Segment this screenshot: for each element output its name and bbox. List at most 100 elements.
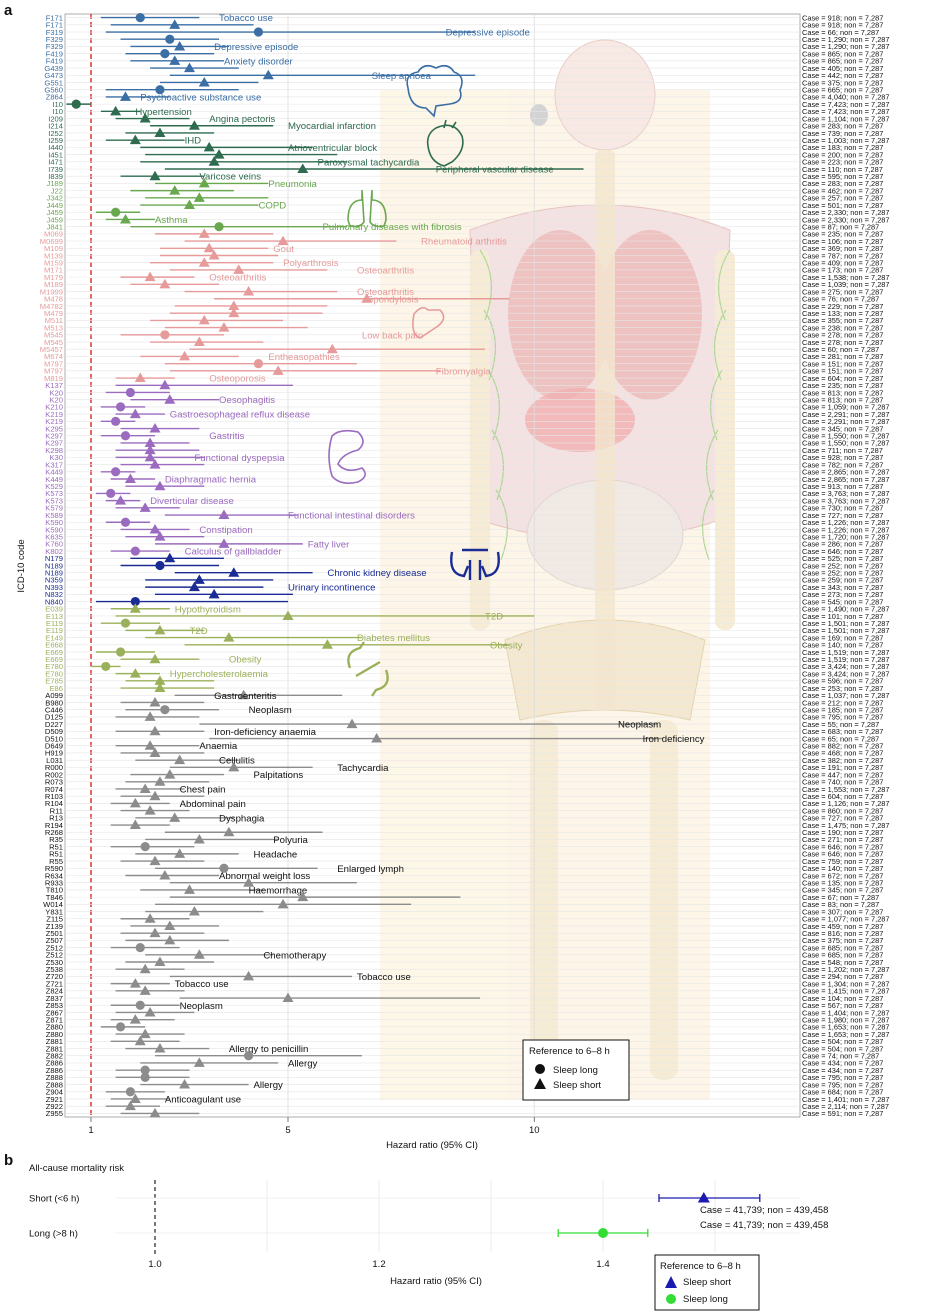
sleep-long-point xyxy=(253,359,264,369)
icd-code-label: T846 xyxy=(46,893,63,902)
sleep-short-point xyxy=(174,848,186,858)
right-leg-shape xyxy=(650,720,678,1080)
left-arm-shape xyxy=(470,250,490,630)
sleep-short-point xyxy=(134,1035,146,1046)
icd-code-label: M674 xyxy=(44,352,63,361)
sleep-short-point xyxy=(159,869,171,880)
case-count-label: Case = 271; non = 7,287 xyxy=(802,835,883,844)
case-count-label: Case = 1,059; non = 7,287 xyxy=(802,403,890,412)
case-count-label: Case = 259; non = 7,287 xyxy=(802,576,883,585)
disease-label: Varicose veins xyxy=(199,172,261,183)
case-count-label: Case = 151; non = 7,287 xyxy=(802,359,883,368)
sleep-short-point xyxy=(124,1100,136,1111)
sleep-short-point xyxy=(193,574,205,584)
icd-code-label: R933 xyxy=(45,879,63,888)
b-legend-short-marker xyxy=(665,1276,677,1288)
case-count-label: Case = 1,226; non = 7,287 xyxy=(802,518,890,527)
sleep-short-point xyxy=(154,480,166,491)
icd-code-label: R51 xyxy=(49,842,63,851)
icd-code-label: Z881 xyxy=(46,1044,63,1053)
case-count-label: Case = 2,330; non = 7,287 xyxy=(802,208,890,217)
liver-shape xyxy=(525,388,635,452)
case-count-label: Case = 110; non = 7,287 xyxy=(802,165,883,174)
sleep-long-point xyxy=(106,488,116,499)
case-count-label: Case = 1,720; non = 7,287 xyxy=(802,532,890,541)
icd-code-label: K20 xyxy=(49,395,63,404)
icd-code-label: D227 xyxy=(45,720,63,729)
case-count-label: Case = 1,653; non = 7,287 xyxy=(802,1023,890,1032)
case-count-label: Case = 1,226; non = 7,287 xyxy=(802,525,890,534)
icd-code-label: M159 xyxy=(44,259,63,268)
sleep-long-point xyxy=(125,1087,135,1097)
case-count-label: Case = 646; non = 7,287 xyxy=(802,547,883,556)
icd-code-label: I839 xyxy=(48,172,63,181)
icd-code-label: N393 xyxy=(45,583,63,592)
icd-code-label: Z904 xyxy=(46,1088,63,1097)
disease-label: Obesity xyxy=(490,640,523,651)
icd-code-label: M545 xyxy=(44,338,63,347)
case-count-label: Case = 65; non = 7,287 xyxy=(802,734,879,743)
right-arm-shape xyxy=(715,250,735,630)
icd-code-label: M513 xyxy=(44,323,63,332)
sleep-short-point xyxy=(144,444,156,455)
case-count-label: Case = 173; non = 7,287 xyxy=(802,266,883,275)
icd-code-label: Z922 xyxy=(46,1102,63,1111)
case-count-label: Case = 3,424; non = 7,287 xyxy=(802,662,890,671)
sleep-long-point xyxy=(115,1022,126,1032)
sleep-short-point xyxy=(272,365,284,375)
case-count-label: Case = 672; non = 7,287 xyxy=(802,871,883,880)
icd-code-label: I10 xyxy=(52,107,63,116)
icd-code-label: M069 xyxy=(44,230,63,239)
case-count-label: Case = 865; non = 7,287 xyxy=(802,49,883,58)
case-count-label: Case = 1,980; non = 7,287 xyxy=(802,1015,890,1024)
case-count-label: Case = 294; non = 7,287 xyxy=(802,972,883,981)
case-count-label: Case = 1,550; non = 7,287 xyxy=(802,432,890,441)
disease-label: Calculus of gallbladder xyxy=(185,547,283,558)
icd-code-label: K219 xyxy=(45,410,63,419)
case-count-label: Case = 2,865; non = 7,287 xyxy=(802,475,890,484)
icd-code-label: Z886 xyxy=(46,1066,63,1075)
case-count-label: Case = 1,304; non = 7,287 xyxy=(802,979,890,988)
sleep-long-point xyxy=(140,842,150,852)
sleep-short-point xyxy=(184,62,195,73)
case-count-label: Case = 1,401; non = 7,287 xyxy=(802,1095,890,1104)
icd-code-label: R11 xyxy=(50,806,63,815)
organ-icons xyxy=(328,64,500,697)
case-count-label: Case = 860; non = 7,287 xyxy=(802,806,883,815)
disease-label: Pulmonary diseases with fibrosis xyxy=(322,222,461,233)
disease-label: Chemotherapy xyxy=(263,950,326,961)
case-count-label: Case = 74; non = 7,287 xyxy=(802,1052,879,1061)
disease-label: Osteoporosis xyxy=(209,374,266,385)
disease-label: Urinary incontinence xyxy=(288,583,375,594)
sleep-short-point xyxy=(129,603,141,613)
disease-label: Abnormal weight loss xyxy=(219,871,310,882)
panel-a-letter: a xyxy=(4,2,13,19)
disease-label: Tachycardia xyxy=(337,763,389,774)
case-count-label: Case = 66; non = 7,287 xyxy=(802,28,879,37)
icd-code-label: N189 xyxy=(45,561,63,570)
icd-code-label: J459 xyxy=(47,215,63,224)
sleep-short-point xyxy=(144,913,156,923)
icd-code-label: I440 xyxy=(48,143,63,152)
disease-label: T2D xyxy=(485,611,503,622)
sleep-short-point xyxy=(129,1014,141,1024)
y-axis-title: ICD-10 code xyxy=(16,539,27,592)
arm-muscle-icon xyxy=(412,306,445,339)
icd-code-label: Z880 xyxy=(46,1030,63,1039)
icd-code-label: Z139 xyxy=(46,922,63,931)
icd-code-label: Y831 xyxy=(45,907,63,916)
icd-code-label: F419 xyxy=(46,57,63,66)
case-count-label: Case = 928; non = 7,287 xyxy=(802,453,883,462)
case-count-label: Case = 190; non = 7,287 xyxy=(802,828,883,837)
disease-label: Spondylosis xyxy=(367,294,419,305)
case-count-label: Case = 567; non = 7,287 xyxy=(802,1001,883,1010)
ear-shape xyxy=(530,104,548,126)
icd-code-label: E669 xyxy=(45,648,63,657)
icd-code-label: F419 xyxy=(46,49,63,58)
icd-code-label: R073 xyxy=(45,778,63,787)
case-count-label: Case = 3,424; non = 7,287 xyxy=(802,669,890,678)
sleep-short-point xyxy=(218,538,230,548)
disease-label: Gastroenteritis xyxy=(214,691,277,702)
icd-code-label: M545 xyxy=(44,331,63,340)
case-count-label: Case = 67; non = 7,287 xyxy=(802,893,879,902)
